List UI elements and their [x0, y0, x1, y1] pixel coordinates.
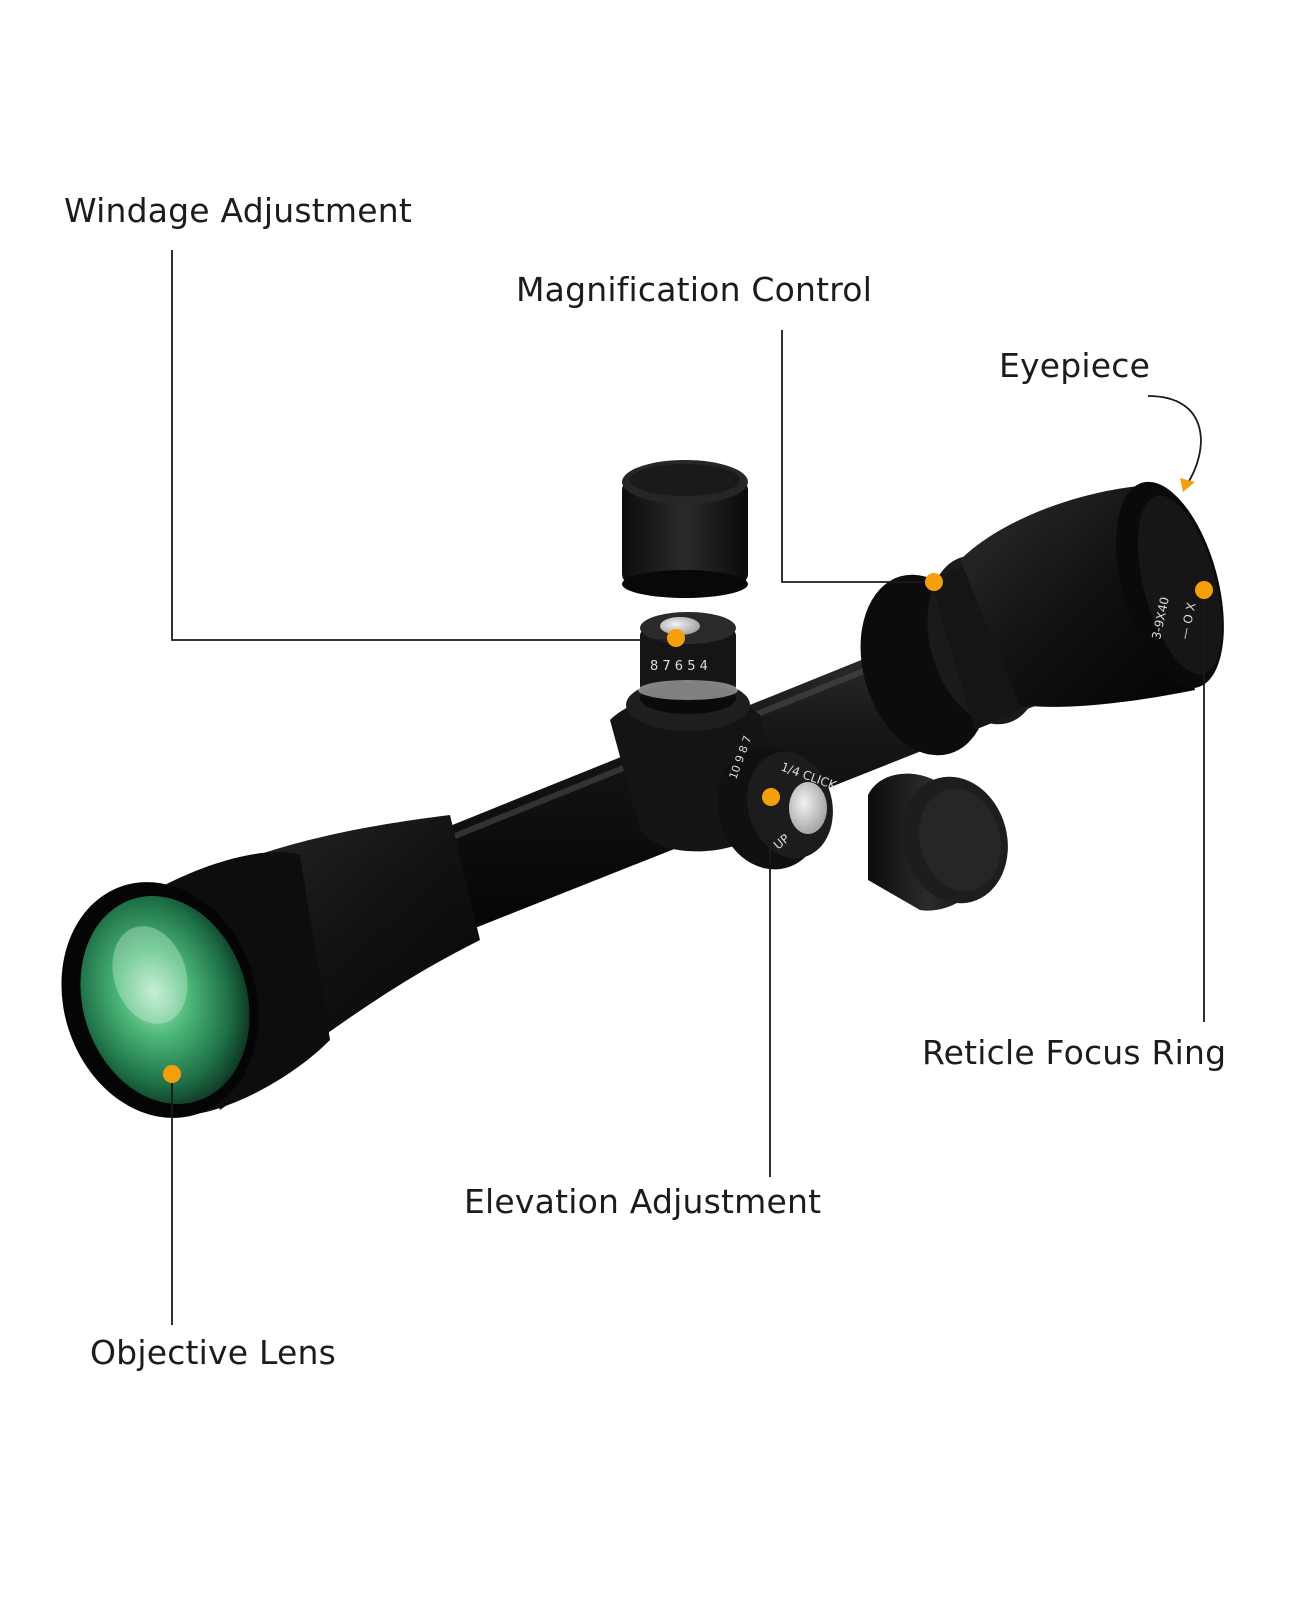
windage-turret: 8 7 6 5 4 [638, 612, 738, 714]
windage-scale-text: 8 7 6 5 4 [650, 659, 708, 674]
eyepiece-arrowhead [1180, 478, 1195, 492]
marker-elevation [762, 788, 780, 806]
leader-magnification [781, 330, 933, 583]
callout-eyepiece: Eyepiece [999, 346, 1151, 385]
objective-bell [61, 815, 480, 1118]
marker-reticle-focus [1195, 581, 1213, 599]
callout-reticle-focus-ring: Reticle Focus Ring [922, 1033, 1227, 1072]
marker-windage [667, 629, 685, 647]
leader-windage [171, 250, 676, 641]
marker-magnification [925, 573, 943, 591]
callout-magnification-control: Magnification Control [516, 270, 873, 309]
ocular-bell: 3-9X40 — O X [960, 481, 1224, 707]
windage-cap [622, 460, 748, 598]
callout-objective-lens: Objective Lens [90, 1333, 336, 1372]
callout-elevation-adjustment: Elevation Adjustment [464, 1182, 822, 1221]
leader-eyepiece [1147, 395, 1202, 487]
callout-windage-adjustment: Windage Adjustment [64, 191, 412, 230]
marker-objective [163, 1065, 181, 1083]
elevation-cap [868, 773, 1008, 911]
objective-lens-glass [80, 896, 250, 1104]
leader-lines [171, 250, 1205, 1325]
markers [163, 573, 1213, 1083]
